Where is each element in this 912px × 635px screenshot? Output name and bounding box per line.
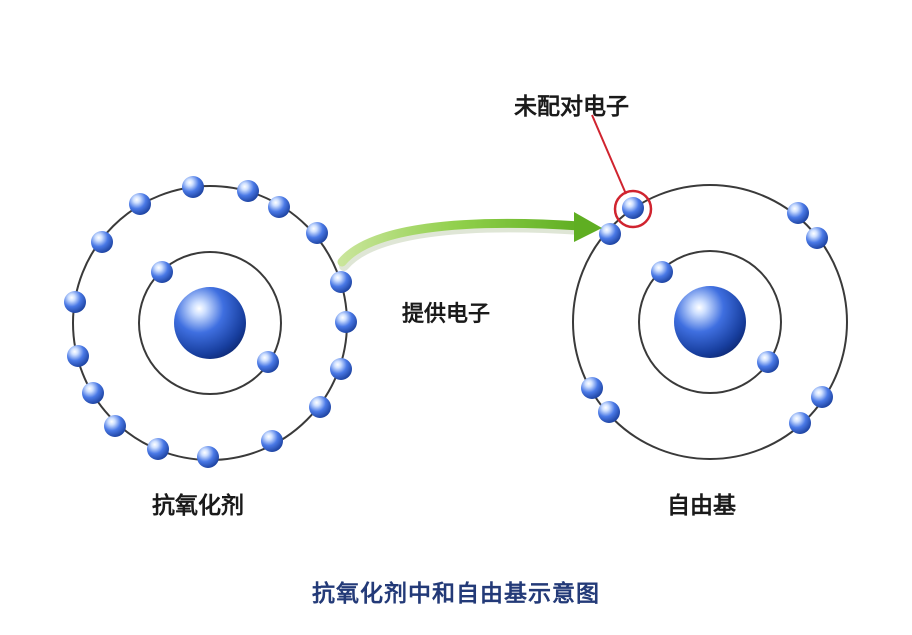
free-radical-label: 自由基 [667,493,736,519]
electron [67,345,89,367]
donate-electron-label: 提供电子 [402,302,491,327]
electron [151,261,173,283]
electron [789,412,811,434]
electron [335,311,357,333]
electron [599,223,621,245]
electron [651,261,673,283]
electron [91,231,113,253]
antioxidant-inner-orbit [138,251,282,395]
electron [811,386,833,408]
antioxidant-nucleus [174,287,246,359]
free-radical-outer-orbit [572,184,848,460]
electron [598,401,620,423]
diagram-caption: 抗氧化剂中和自由基示意图 [312,581,600,607]
donate-arrow-head [574,212,602,242]
electron [257,351,279,373]
electron [787,202,809,224]
electron [129,193,151,215]
electron [237,180,259,202]
electron [261,430,283,452]
antioxidant-label: 抗氧化剂 [152,493,244,519]
electron [309,396,331,418]
electron [147,438,169,460]
unpaired-highlight-circle [613,189,653,229]
electron [806,227,828,249]
electron [330,358,352,380]
electron [182,176,204,198]
electron [306,222,328,244]
electron [197,446,219,468]
donate-arrow-shadow [339,222,587,271]
electron [64,291,86,313]
electron [82,382,104,404]
electron [104,415,126,437]
electron [581,377,603,399]
free-radical-nucleus [674,286,746,358]
unpaired-electron [622,197,644,219]
unpaired-pointer-line [591,114,627,195]
unpaired-electron-label: 未配对电子 [514,94,629,120]
electron [330,271,352,293]
electron [268,196,290,218]
electron [757,351,779,373]
donate-arrow [337,218,585,267]
free-radical-inner-orbit [638,250,782,394]
